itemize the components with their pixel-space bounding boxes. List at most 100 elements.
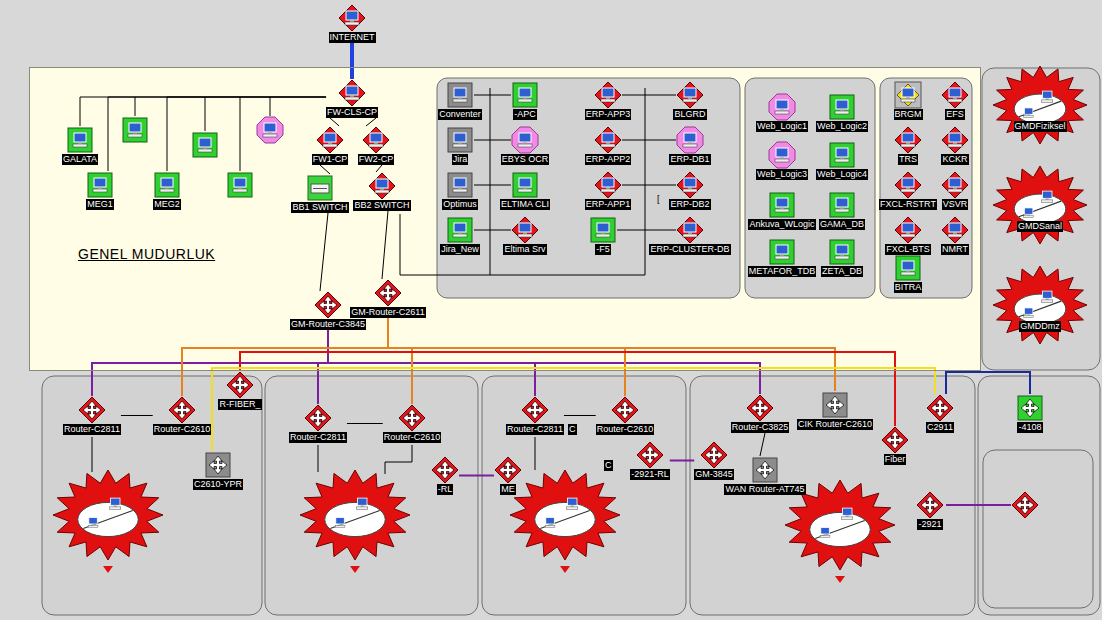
device-label: FW2-CP xyxy=(358,154,395,165)
icon-part xyxy=(311,184,329,193)
device-icon xyxy=(511,126,539,154)
icon-part xyxy=(836,245,848,254)
icon-part xyxy=(526,401,544,419)
device-icon xyxy=(86,171,114,199)
server-node: FXCL-BTS xyxy=(885,216,931,255)
device-icon xyxy=(314,291,342,319)
region-fill xyxy=(30,68,980,370)
computer-symbol xyxy=(1024,308,1034,318)
icon-part xyxy=(846,515,849,517)
icon-part xyxy=(953,232,957,234)
icon-part xyxy=(602,133,614,142)
device-label: WAN Router-AT745 xyxy=(724,484,805,495)
computer-symbol xyxy=(1042,91,1053,102)
icon-part xyxy=(114,505,117,507)
device-icon xyxy=(992,65,1088,145)
device-icon xyxy=(431,456,459,484)
router-node: Router-C2610 xyxy=(383,404,442,443)
icon-part xyxy=(683,189,697,192)
icon-part xyxy=(458,232,462,234)
icon-part xyxy=(399,405,425,431)
icon-part xyxy=(595,172,621,198)
icon-part xyxy=(596,234,610,237)
device-label: Router-C2811 xyxy=(63,424,121,435)
device-label: Web_Logic3 xyxy=(756,169,808,180)
icon-part xyxy=(840,109,844,111)
device-label: Router-C2610 xyxy=(596,424,655,435)
computer-symbol xyxy=(345,11,359,25)
device-icon xyxy=(204,451,232,479)
icon-part xyxy=(89,518,97,524)
server-node: Jira xyxy=(446,126,474,165)
network-link xyxy=(388,318,835,391)
icon-part xyxy=(770,193,794,217)
workstation-node: BITRA xyxy=(894,254,923,293)
icon-part xyxy=(1016,496,1034,514)
icon-part xyxy=(1024,108,1032,114)
icon-part xyxy=(83,511,133,529)
device-icon xyxy=(894,254,922,282)
icon-part xyxy=(376,179,388,188)
icon-part xyxy=(313,188,327,189)
device-label: C2911 xyxy=(926,422,954,433)
router-node: Router-C2610 xyxy=(596,396,655,435)
icon-part xyxy=(780,109,784,111)
device-label: Eltima Srv xyxy=(503,244,546,255)
computer-symbol xyxy=(901,261,915,275)
icon-part xyxy=(949,223,961,232)
device-label: Router-C2811 xyxy=(289,432,347,443)
icon-part xyxy=(830,193,854,217)
device-label: Router-C3825 xyxy=(731,422,790,433)
device-label: BLGRD xyxy=(673,109,706,120)
icon-part xyxy=(83,401,101,419)
icon-part xyxy=(380,188,384,190)
icon-part xyxy=(305,405,331,431)
computer-symbol xyxy=(1042,191,1053,202)
device-label: Web_Logic1 xyxy=(756,121,808,132)
computer-symbol xyxy=(820,528,830,538)
icon-part xyxy=(199,138,211,147)
server-node: ERP-DB2 xyxy=(669,171,710,210)
icon-part xyxy=(369,144,383,147)
icon-part xyxy=(1021,399,1039,417)
icon-part xyxy=(209,456,227,474)
device-label: -RL xyxy=(437,484,454,495)
icon-part xyxy=(776,198,788,207)
icon-part xyxy=(606,187,610,189)
icon-part xyxy=(823,393,847,417)
device-label: ELTIMA CLI xyxy=(500,199,550,210)
icon-part xyxy=(902,261,914,270)
device-icon xyxy=(446,216,474,244)
workstation-node: ZETA_DB xyxy=(821,238,863,277)
icon-part xyxy=(1014,94,1066,124)
icon-part xyxy=(677,172,703,198)
icon-part xyxy=(155,173,179,197)
icon-part xyxy=(518,189,532,192)
icon-part xyxy=(948,189,962,192)
computer-symbol xyxy=(775,100,789,114)
device-icon xyxy=(894,81,922,109)
icon-part xyxy=(518,234,532,237)
site-panel xyxy=(978,376,1100,615)
icon-part xyxy=(948,99,962,102)
device-label: -F5 xyxy=(595,244,611,255)
device-label: FXCL-BTS xyxy=(885,244,931,255)
icon-part xyxy=(776,148,788,157)
server-node: Web_Logic3 xyxy=(756,141,808,180)
server-node: TRS xyxy=(894,126,922,165)
marker-triangle xyxy=(103,566,113,573)
device-label: GM-3845 xyxy=(694,469,734,480)
icon-part xyxy=(128,134,142,137)
device-label: Router-C2610 xyxy=(153,424,212,435)
workstation-node: METAFOR_TDB xyxy=(748,238,816,277)
device-icon xyxy=(594,81,622,109)
icon-part xyxy=(324,133,336,142)
icon-part xyxy=(110,507,121,509)
icon-part xyxy=(701,442,727,468)
device-label: GMDFiziksel xyxy=(1014,121,1067,132)
decor-group xyxy=(53,117,1038,583)
device-icon xyxy=(821,391,849,419)
icon-part xyxy=(123,118,147,142)
device-icon xyxy=(374,279,402,307)
computer-symbol xyxy=(518,133,532,147)
